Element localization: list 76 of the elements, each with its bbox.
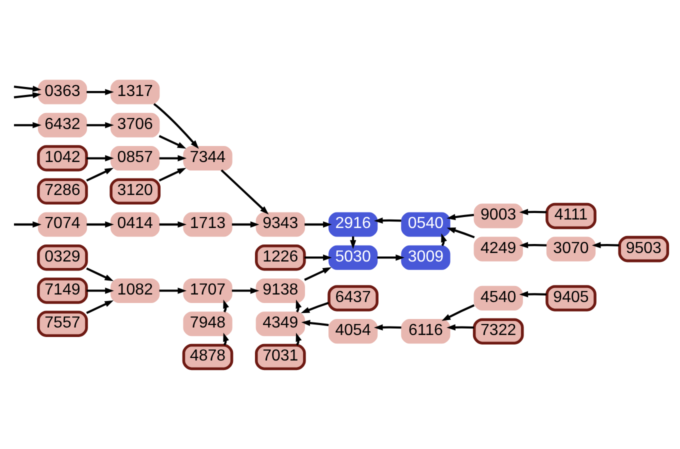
node-box: 5030 (328, 245, 378, 270)
arrow (153, 103, 199, 149)
arrow (86, 268, 114, 282)
arrow (519, 242, 547, 248)
node-box: 7344 (183, 146, 232, 171)
arrow (300, 302, 329, 314)
arrow (159, 221, 187, 228)
arrow (592, 242, 620, 248)
node-box: 4540 (474, 286, 523, 310)
arrow (374, 217, 402, 224)
arrow (301, 320, 329, 326)
arrow (86, 168, 114, 182)
node-box: 0857 (110, 146, 160, 171)
node-box: 4054 (328, 319, 378, 344)
arrow (374, 324, 402, 330)
node-box: 3706 (110, 112, 160, 138)
node-box: 3070 (546, 236, 596, 262)
arrow (232, 288, 260, 294)
node-box: 9343 (256, 212, 305, 237)
node-box: 7149 (37, 278, 88, 304)
arrow (86, 122, 114, 128)
arrow (86, 221, 114, 228)
node-box: 6116 (401, 319, 450, 344)
node-box: 6432 (38, 112, 88, 138)
node-box: 1082 (110, 278, 160, 304)
arrow (14, 86, 42, 92)
arrow (232, 221, 260, 228)
node-box: 3009 (401, 245, 450, 270)
arrow (446, 324, 474, 330)
arrow (86, 300, 114, 314)
arrow (14, 122, 42, 128)
arrow (446, 228, 475, 238)
arrow (158, 168, 186, 182)
arrow (446, 214, 474, 220)
node-box: 9503 (618, 236, 670, 262)
arrow (158, 135, 186, 149)
arrow (377, 254, 404, 261)
arrow (519, 208, 547, 216)
node-box: 0540 (401, 212, 450, 237)
node-box: 6437 (328, 285, 378, 312)
arrow (86, 88, 114, 96)
arrow (220, 169, 269, 215)
node-box: 0329 (37, 244, 88, 271)
node-box: 1317 (110, 80, 160, 104)
node-box: 9003 (474, 204, 523, 228)
node-box: 1226 (254, 244, 306, 271)
node-box: 2916 (328, 212, 378, 237)
node-box: 1042 (37, 145, 88, 172)
node-box: 7286 (37, 178, 88, 205)
arrow (304, 254, 332, 261)
node-box: 4878 (182, 344, 234, 370)
arrow (86, 155, 114, 162)
arrow (442, 304, 475, 321)
node-box: 3120 (110, 178, 161, 205)
node-box: 4111 (546, 202, 596, 230)
node-box: 7948 (183, 312, 232, 336)
arrow (304, 267, 332, 281)
arrow (159, 155, 187, 162)
node-box: 1707 (183, 278, 232, 304)
node-box: 9405 (546, 285, 596, 312)
node-box: 4349 (256, 312, 305, 336)
node-box: 1713 (183, 212, 232, 237)
arrow (86, 288, 114, 294)
node-box: 7557 (37, 310, 88, 337)
node-box: 0414 (110, 212, 160, 237)
arrow (14, 221, 42, 228)
node-box: 4249 (474, 236, 523, 262)
arrow (159, 288, 187, 294)
node-box: 7074 (38, 212, 88, 237)
node-box: 7322 (472, 318, 524, 344)
arrow (519, 291, 547, 298)
arrow (14, 92, 42, 98)
node-box: 0363 (38, 80, 88, 104)
arrow (304, 221, 332, 228)
node-box: 9138 (256, 278, 305, 304)
node-box: 7031 (254, 344, 306, 370)
